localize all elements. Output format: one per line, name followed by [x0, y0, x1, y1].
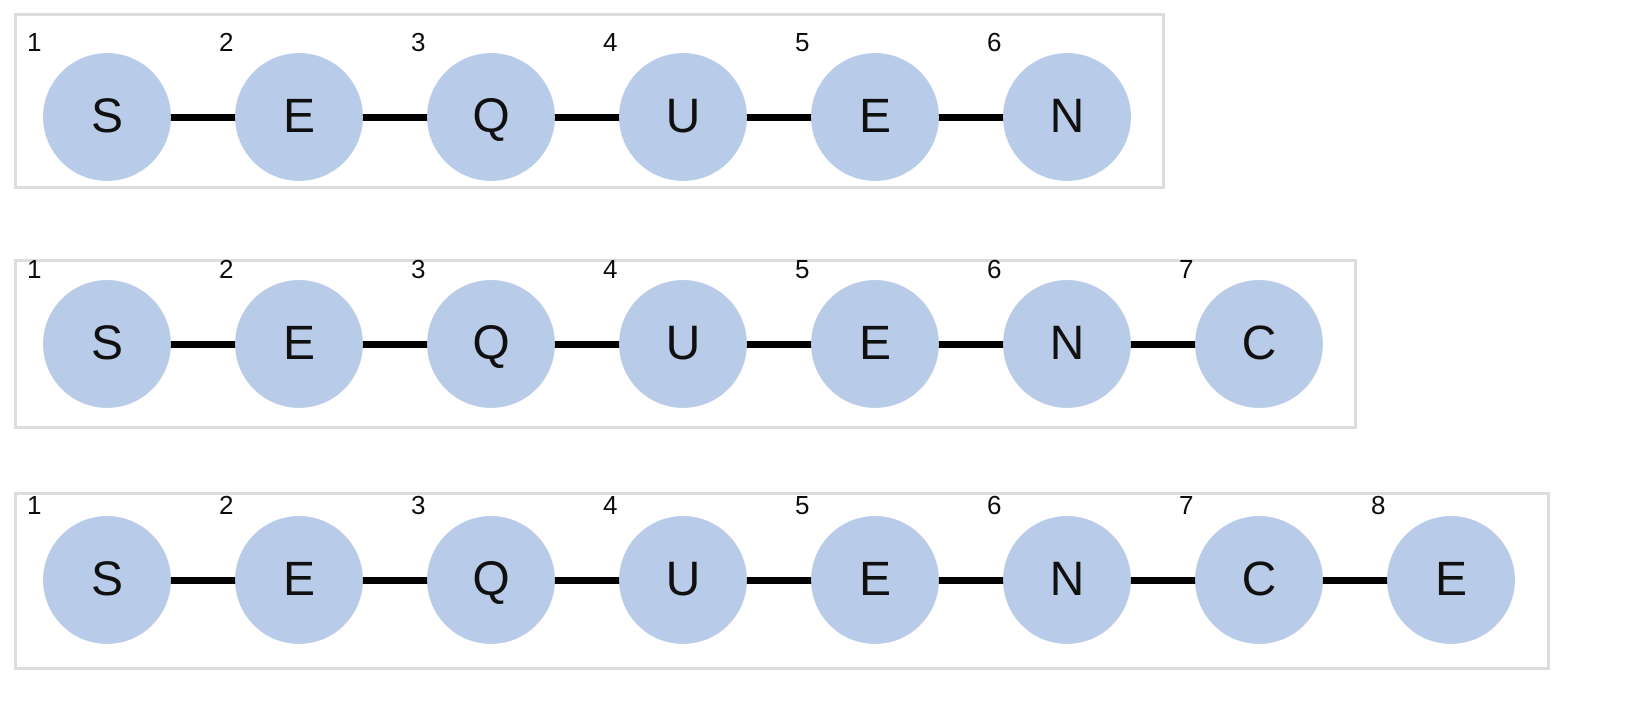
- graph-node-label: E: [858, 553, 891, 606]
- graph-node-index: 1: [27, 27, 42, 57]
- graph-node-label: S: [90, 553, 123, 606]
- graph-edge: [741, 340, 817, 348]
- graph-node-label: Q: [472, 90, 510, 143]
- graph-edge: [549, 340, 625, 348]
- graph-node-label: Q: [472, 317, 510, 370]
- graph-node-label: C: [1241, 317, 1277, 370]
- graph-node-index: 5: [795, 254, 810, 284]
- graph-node[interactable]: E: [811, 516, 939, 644]
- graph-node-label: E: [858, 90, 891, 143]
- graph-node-index: 8: [1371, 490, 1386, 520]
- graph-node-index: 7: [1179, 490, 1194, 520]
- graph-node-index: 7: [1179, 254, 1194, 284]
- graph-node-label: U: [665, 553, 701, 606]
- graph-node-index: 1: [27, 490, 42, 520]
- graph-edge: [1125, 340, 1201, 348]
- graph-edge: [933, 576, 1009, 584]
- graph-node-index: 4: [603, 490, 618, 520]
- graph-node-index: 5: [795, 490, 810, 520]
- graph-node-index: 6: [987, 490, 1002, 520]
- graph-node-label: U: [665, 317, 701, 370]
- graph-node[interactable]: U: [619, 280, 747, 408]
- graph-node-index: 2: [219, 27, 234, 57]
- graph-node-label: E: [1434, 553, 1467, 606]
- graph-node-label: Q: [472, 553, 510, 606]
- graph-node-label: N: [1049, 90, 1085, 143]
- graph-node[interactable]: E: [235, 280, 363, 408]
- graph-node-index: 2: [219, 490, 234, 520]
- graph-node-label: E: [282, 317, 315, 370]
- graph-node[interactable]: E: [235, 516, 363, 644]
- graph-node-index: 4: [603, 254, 618, 284]
- graph-edge: [165, 576, 241, 584]
- graph-edge: [741, 113, 817, 121]
- graph-edge: [165, 113, 241, 121]
- graph-node-index: 4: [603, 27, 618, 57]
- graph-node-index: 3: [411, 490, 426, 520]
- graph-node[interactable]: U: [619, 53, 747, 181]
- graph-edge: [357, 576, 433, 584]
- graph-node-index: 3: [411, 254, 426, 284]
- graph-node[interactable]: E: [811, 280, 939, 408]
- graph-edge: [933, 113, 1009, 121]
- graph-node-label: S: [90, 317, 123, 370]
- graph-node[interactable]: N: [1003, 516, 1131, 644]
- graph-edge: [933, 340, 1009, 348]
- graph-node[interactable]: N: [1003, 53, 1131, 181]
- graph-edge: [165, 340, 241, 348]
- graph-edge: [357, 340, 433, 348]
- graph-node[interactable]: C: [1195, 280, 1323, 408]
- graph-node-label: U: [665, 90, 701, 143]
- graph-edge: [1317, 576, 1393, 584]
- graph-node[interactable]: U: [619, 516, 747, 644]
- graph-edge: [1125, 576, 1201, 584]
- graph-node-label: N: [1049, 553, 1085, 606]
- graph-node[interactable]: Q: [427, 516, 555, 644]
- graph-edge: [357, 113, 433, 121]
- graph-node-label: C: [1241, 553, 1277, 606]
- graph-node[interactable]: Q: [427, 53, 555, 181]
- graph-node-label: E: [282, 553, 315, 606]
- graph-node[interactable]: S: [43, 516, 171, 644]
- graph-node-index: 3: [411, 27, 426, 57]
- graph-node-index: 5: [795, 27, 810, 57]
- graph-node-label: N: [1049, 317, 1085, 370]
- graph-node[interactable]: S: [43, 280, 171, 408]
- graph-node-index: 6: [987, 254, 1002, 284]
- graph-node[interactable]: Q: [427, 280, 555, 408]
- graph-node-index: 1: [27, 254, 42, 284]
- graph-edge: [549, 113, 625, 121]
- graph-node[interactable]: E: [1387, 516, 1515, 644]
- graph-node[interactable]: E: [235, 53, 363, 181]
- graph-node[interactable]: E: [811, 53, 939, 181]
- graph-node-index: 6: [987, 27, 1002, 57]
- graph-node-label: E: [282, 90, 315, 143]
- graph-edge: [741, 576, 817, 584]
- graph-node-label: S: [90, 90, 123, 143]
- graph-node-label: E: [858, 317, 891, 370]
- graph-node[interactable]: N: [1003, 280, 1131, 408]
- graph-edge: [549, 576, 625, 584]
- graph-node[interactable]: C: [1195, 516, 1323, 644]
- graph-node-index: 2: [219, 254, 234, 284]
- graph-node[interactable]: S: [43, 53, 171, 181]
